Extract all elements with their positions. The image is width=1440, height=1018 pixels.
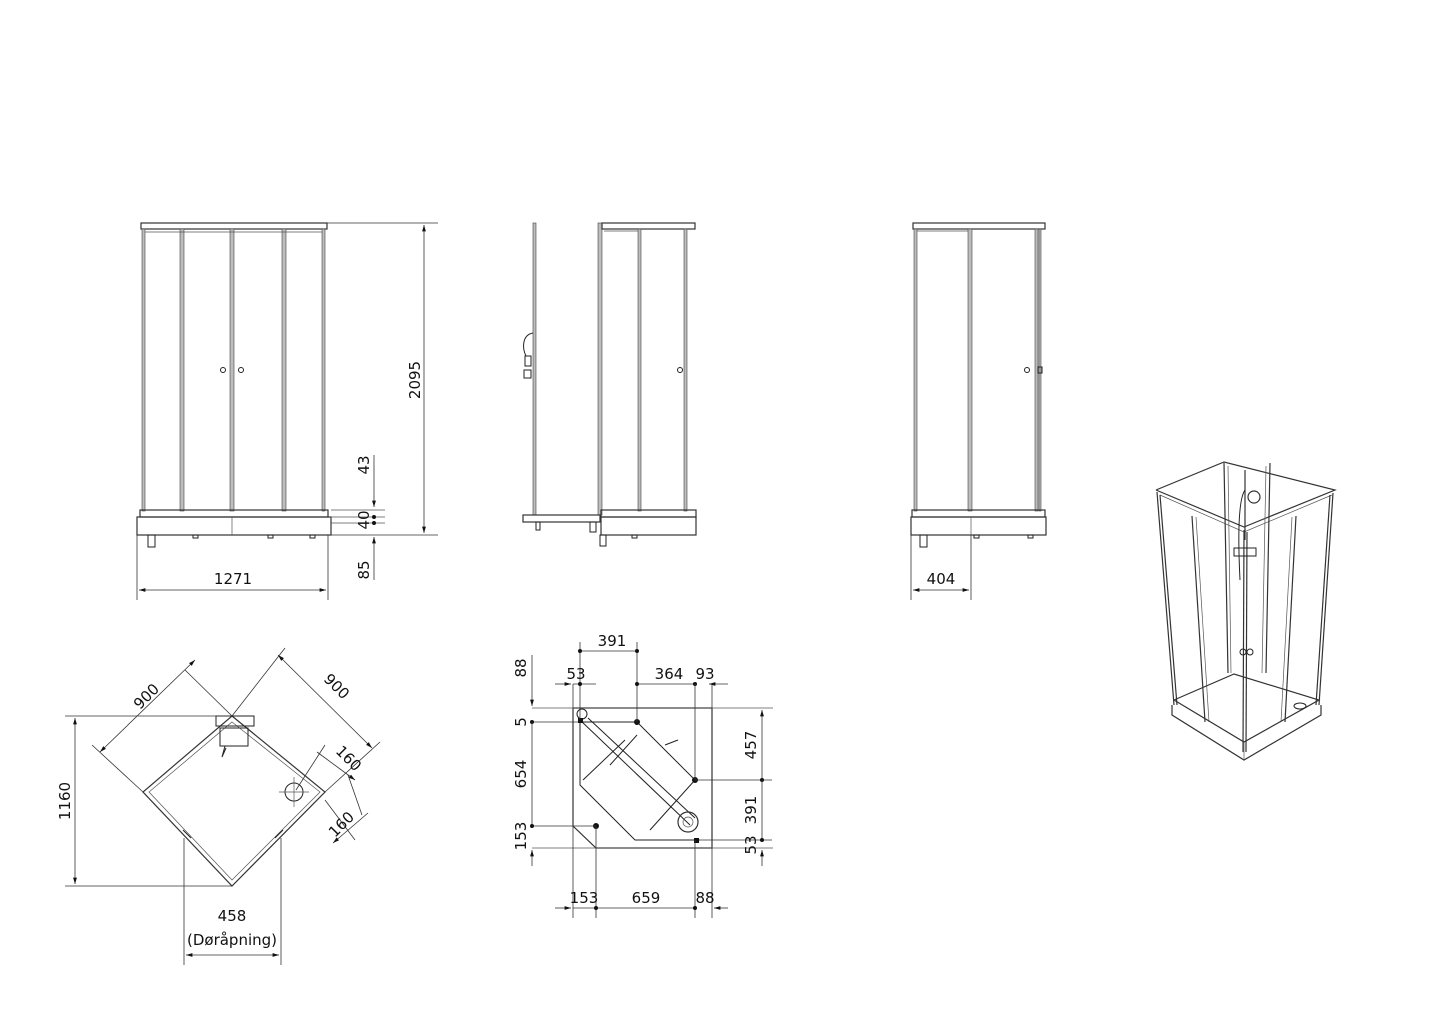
base-plan-view: 391 53 364 93 88 5 654 153 457	[512, 632, 773, 918]
dim-top-93: 93	[695, 665, 714, 683]
dim-left-153: 153	[512, 822, 530, 851]
dim-width-1271: 1271	[214, 570, 252, 588]
top-plan-view: 900 900 160 160 1160 458 (Døråpning)	[56, 647, 381, 965]
side-view-left	[522, 222, 697, 547]
dim-bottom-659: 659	[632, 889, 661, 907]
dim-bottom-88: 88	[695, 889, 714, 907]
door-knob-icon	[220, 367, 226, 373]
dim-top-391: 391	[598, 632, 627, 650]
dim-width-404: 404	[927, 570, 956, 588]
shower-head-icon	[1247, 490, 1261, 504]
door-knob-icon	[677, 367, 683, 373]
dim-height-2095: 2095	[406, 361, 424, 399]
dim-drain-160-b: 160	[325, 808, 358, 841]
dim-top-364: 364	[655, 665, 684, 683]
dim-85: 85	[355, 560, 373, 579]
dim-left-5: 5	[512, 717, 530, 727]
dim-left-654: 654	[512, 760, 530, 789]
dim-side-900-right: 900	[320, 670, 353, 703]
shower-hose-icon	[523, 332, 534, 357]
dim-40: 40	[355, 510, 373, 529]
dim-right-391: 391	[742, 796, 760, 825]
side-view-right: 404	[910, 222, 1047, 600]
drain-icon	[677, 811, 699, 833]
dim-bottom-153: 153	[570, 889, 599, 907]
soap-shelf-icon	[1233, 547, 1257, 557]
dim-door-opening-458: 458	[218, 907, 247, 925]
isometric-view	[1155, 461, 1337, 761]
dim-left-88: 88	[512, 658, 530, 677]
front-view: 2095 43 40 85 1271	[136, 222, 438, 600]
dim-depth-1160: 1160	[56, 782, 74, 820]
door-opening-label: (Døråpning)	[187, 931, 277, 949]
dim-43: 43	[355, 455, 373, 474]
dim-right-457: 457	[742, 731, 760, 760]
door-knob-icon	[238, 367, 244, 373]
door-knob-icon	[1024, 367, 1030, 373]
dim-top-53: 53	[566, 665, 585, 683]
dim-right-53: 53	[742, 835, 760, 854]
dim-side-900-left: 900	[130, 680, 163, 713]
mixer-icon	[215, 715, 255, 727]
drain-icon	[1293, 702, 1307, 710]
dim-drain-160-a: 160	[332, 742, 365, 775]
